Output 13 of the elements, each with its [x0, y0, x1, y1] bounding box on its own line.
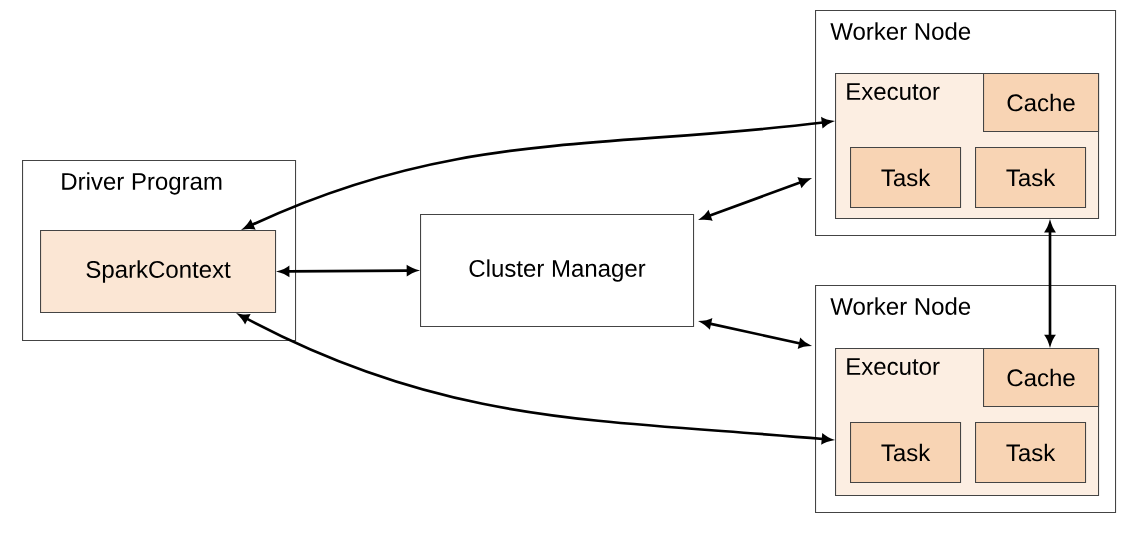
process-box: Cache — [983, 348, 1100, 408]
process-box: Task — [975, 422, 1087, 484]
arrow — [701, 318, 809, 349]
arrow — [238, 313, 832, 444]
process-box: Cache — [983, 73, 1100, 133]
process-box: Task — [850, 422, 962, 484]
arrow — [701, 177, 809, 221]
process-box: SparkContext — [40, 230, 277, 314]
process-box: Task — [975, 147, 1087, 209]
arrow — [1045, 222, 1055, 345]
arrow — [243, 117, 832, 230]
process-box: Cluster Manager — [420, 214, 695, 328]
process-box: Task — [850, 147, 962, 209]
